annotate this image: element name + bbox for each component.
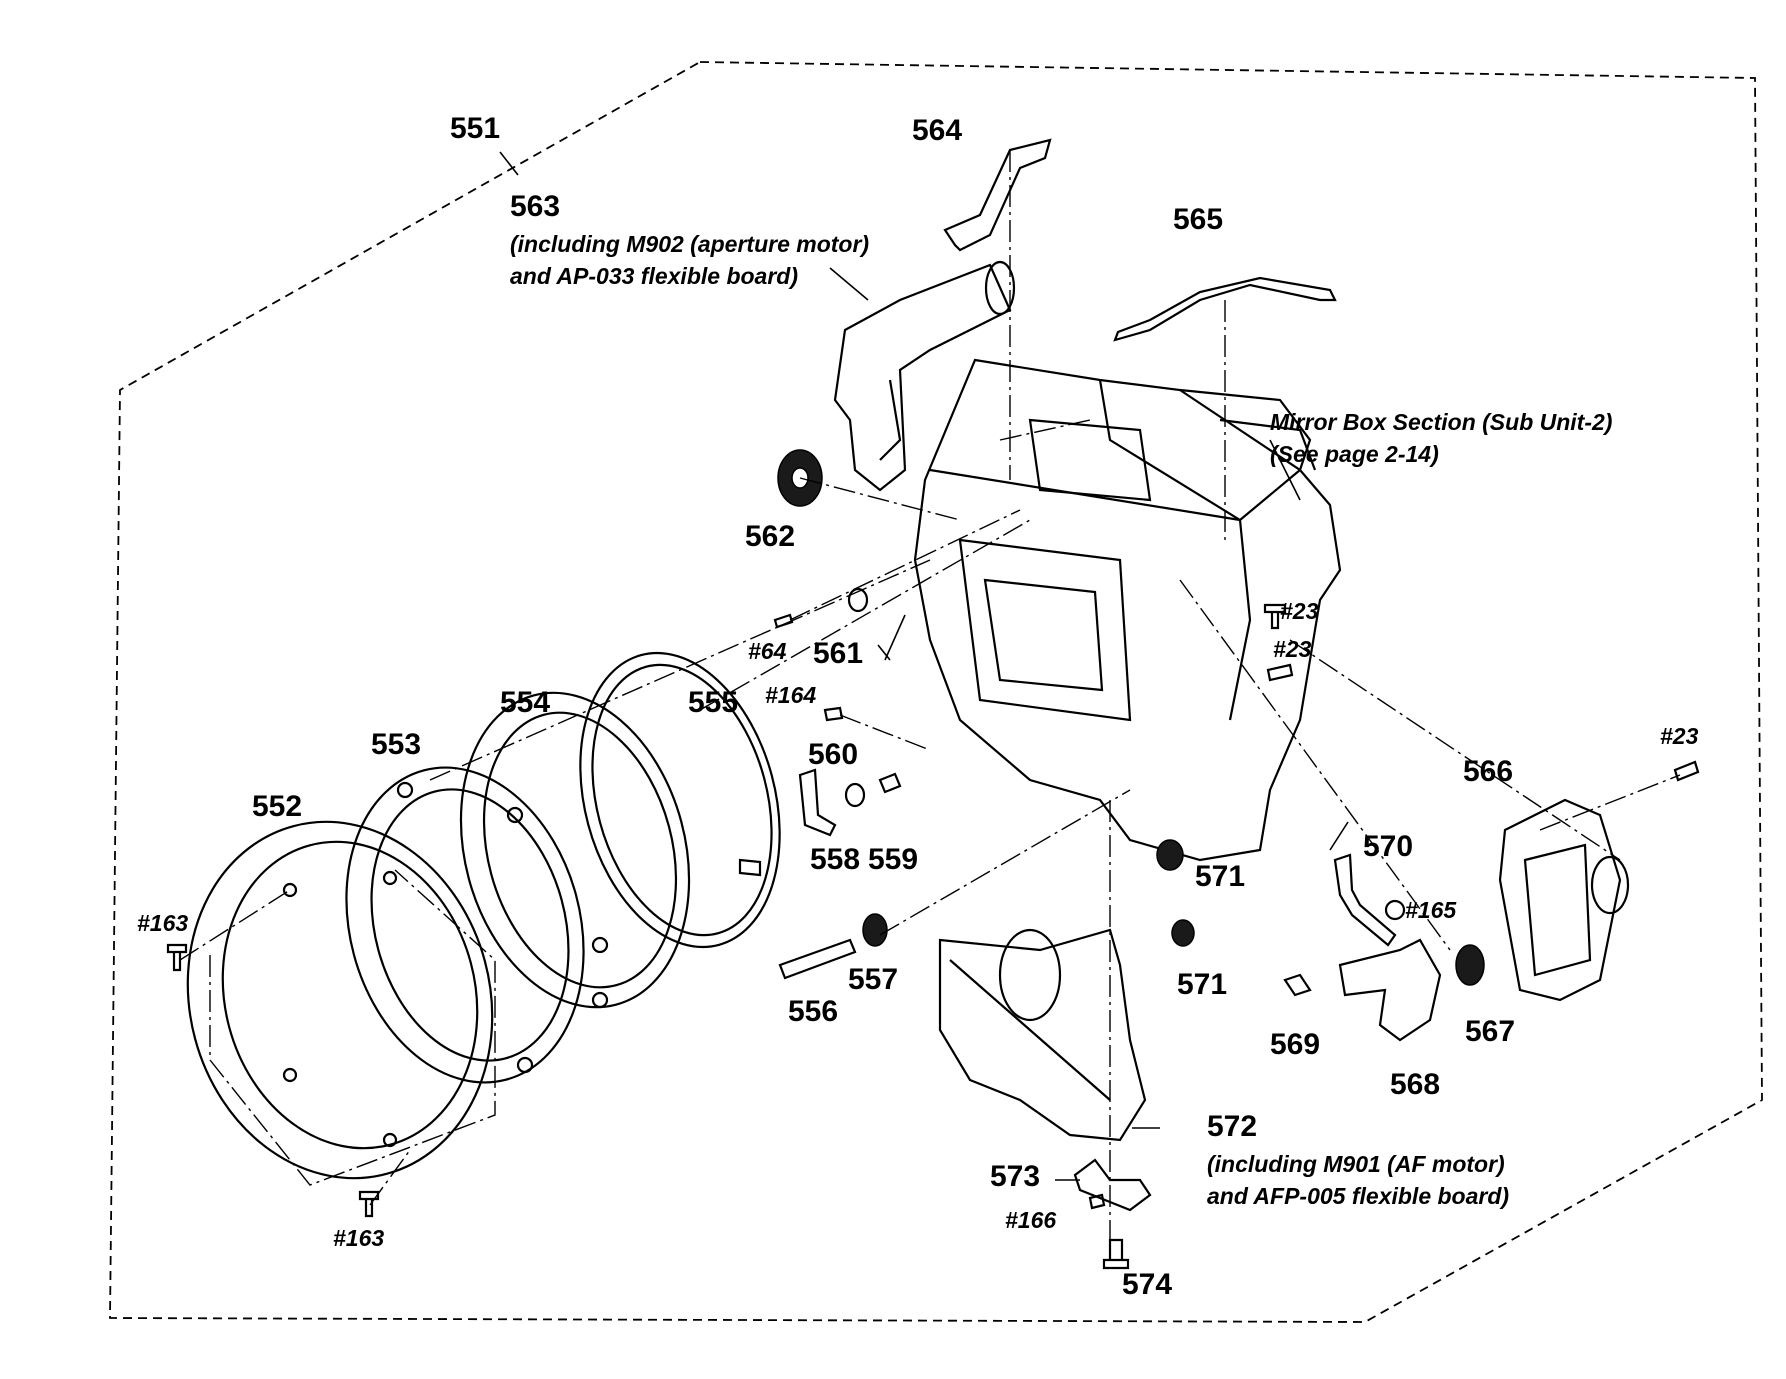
part-label-555: 555 (688, 686, 739, 719)
note-572: (including M901 (AF motor) and AFP-005 f… (1207, 1148, 1509, 1212)
screw-label-23-c: #23 (1660, 723, 1699, 749)
washer-165 (1384, 899, 1406, 921)
plate-565 (1113, 276, 1337, 342)
mount-ring-552 (186, 820, 494, 1180)
screw-574 (1102, 1238, 1130, 1270)
part-label-573: 573 (990, 1160, 1041, 1193)
roller-571-a (1156, 839, 1184, 871)
part-label-571-a: 571 (1195, 860, 1246, 893)
leader-lines (499, 151, 1349, 1181)
screw-label-163-b: #163 (333, 1225, 385, 1251)
screw-166 (1088, 1193, 1106, 1210)
main-body-frame (913, 358, 1342, 862)
part-label-567: 567 (1465, 1015, 1516, 1048)
screw-label-23-a: #23 (1280, 598, 1319, 624)
part-label-552: 552 (252, 790, 303, 823)
part-label-572: 572 (1207, 1110, 1258, 1143)
part-label-554: 554 (500, 686, 551, 719)
note-572-line-1: (including M901 (AF motor) (1207, 1151, 1505, 1177)
gear-567 (1455, 944, 1485, 986)
bushing-561 (847, 587, 869, 613)
screw-23-b (1266, 663, 1294, 682)
mount-plate-553 (345, 766, 585, 1084)
assembly-boundary (109, 61, 1763, 1323)
part-label-551: 551 (450, 112, 501, 145)
note-563-line-1: (including M902 (aperture motor) (510, 231, 870, 257)
part-label-553: 553 (371, 728, 422, 761)
note-563: (including M902 (aperture motor) and AP-… (510, 228, 869, 292)
part-label-571-b: 571 (1177, 968, 1228, 1001)
part-label-561: 561 (813, 637, 864, 670)
screw-23-a (1263, 603, 1287, 630)
bracket-558 (798, 768, 837, 837)
part-label-570: 570 (1363, 830, 1414, 863)
af-motor-572 (938, 928, 1147, 1142)
screw-163-b (358, 1190, 380, 1218)
plate-564 (943, 138, 1052, 252)
shaft-556 (778, 938, 857, 980)
ring-555 (579, 651, 781, 949)
screw-label-64: #64 (748, 638, 787, 664)
part-label-559: 559 (868, 843, 919, 876)
part-label-574: 574 (1122, 1268, 1173, 1301)
roller-571-b (1171, 919, 1195, 947)
screw-label-164: #164 (765, 682, 817, 708)
screw-164 (823, 706, 844, 722)
part-label-562: 562 (745, 520, 796, 553)
lever-570 (1333, 853, 1397, 947)
part-label-565: 565 (1173, 203, 1224, 236)
note-mirror-box-line-2: (See page 2-14) (1270, 441, 1439, 467)
part-label-560: 560 (808, 738, 859, 771)
screw-label-166: #166 (1005, 1207, 1057, 1233)
screw-163-a (166, 943, 188, 972)
assembly-lines (179, 150, 1681, 1240)
aperture-motor-563 (833, 260, 1016, 492)
screw-label-23-b: #23 (1273, 636, 1312, 662)
ring-554 (459, 691, 691, 1009)
part-label-569: 569 (1270, 1028, 1321, 1061)
part-label-568: 568 (1390, 1068, 1441, 1101)
part-label-563: 563 (510, 190, 561, 223)
note-mirror-box-line-1: Mirror Box Section (Sub Unit-2) (1270, 409, 1613, 435)
part-label-566: 566 (1463, 755, 1514, 788)
spring-557 (862, 913, 888, 947)
part-label-558: 558 (810, 843, 861, 876)
screw-label-163-a: #163 (137, 910, 189, 936)
part-label-556: 556 (788, 995, 839, 1028)
pin-560 (878, 772, 902, 794)
note-563-line-2: and AP-033 flexible board) (510, 263, 798, 289)
lever-568 (1338, 938, 1442, 1042)
part-label-557: 557 (848, 963, 899, 996)
pin-569 (1283, 973, 1312, 997)
bushing-559 (844, 782, 866, 808)
part-label-564: 564 (912, 114, 963, 147)
note-572-line-2: and AFP-005 flexible board) (1207, 1183, 1510, 1209)
note-mirror-box: Mirror Box Section (Sub Unit-2) (See pag… (1270, 406, 1612, 470)
screw-64 (773, 613, 794, 629)
screw-label-165: #165 (1405, 897, 1457, 923)
screw-23-c (1673, 760, 1700, 782)
bracket-573 (1073, 1158, 1152, 1212)
bracket-566 (1498, 798, 1630, 1002)
